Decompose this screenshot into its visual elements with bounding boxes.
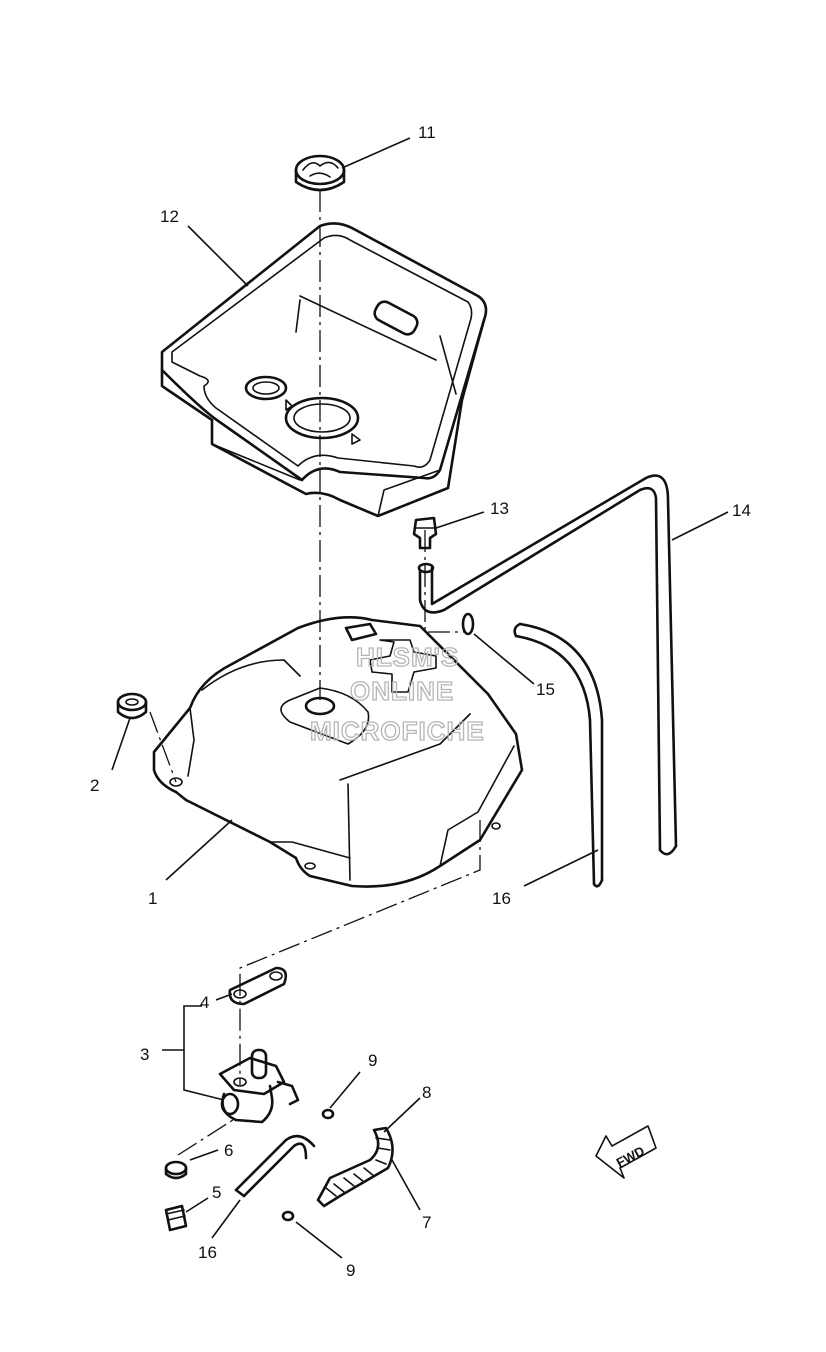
- grommet: [116, 692, 148, 720]
- fuel-tank: [152, 616, 524, 888]
- hose-clip-lower: [281, 1210, 295, 1222]
- callout-7: 7: [422, 1213, 431, 1232]
- callout-11: 12: [160, 207, 179, 226]
- callout-numbers: 11 12 13 14 15 2 1 16 4 3 9 8 6 5 7 16 9: [90, 123, 751, 1280]
- callout-10: 11: [418, 123, 436, 142]
- callout-3: 3: [140, 1045, 149, 1064]
- cap-nut: [164, 1160, 188, 1180]
- breather-hose: [417, 474, 678, 856]
- breather-fitting: [412, 516, 438, 550]
- watermark: HLSM'S ONLINE MICROFICHE: [309, 641, 485, 746]
- callout-15: 16: [492, 889, 511, 908]
- callout-14: 15: [536, 680, 555, 699]
- callout-16: 16: [198, 1243, 217, 1262]
- callout-4: 4: [200, 993, 209, 1012]
- hose-clip-upper: [461, 612, 475, 636]
- callout-9-upper: 9: [368, 1051, 377, 1070]
- callout-1: 1: [148, 889, 157, 908]
- watermark-line-1: HLSM'S: [356, 642, 459, 672]
- callout-9-lower: 9: [346, 1261, 355, 1280]
- callout-8: 8: [422, 1083, 431, 1102]
- callout-2: 2: [90, 776, 99, 795]
- spring-hose: [316, 1126, 394, 1208]
- callout-12: 13: [490, 499, 509, 518]
- forward-label: FWD: [614, 1143, 647, 1170]
- callout-5: 5: [212, 1183, 221, 1202]
- watermark-line-2: ONLINE: [350, 676, 454, 706]
- hose-clip: [321, 1108, 335, 1120]
- forward-arrow: FWD: [595, 1125, 657, 1179]
- watermark-line-3: MICROFICHE: [310, 716, 485, 746]
- drain-plug: [164, 1204, 188, 1232]
- callout-6: 6: [224, 1141, 233, 1160]
- tank-tray: [160, 222, 488, 518]
- fuel-cock-gasket: [228, 966, 288, 1006]
- fuel-hose: [234, 1134, 316, 1198]
- callout-13: 14: [732, 501, 751, 520]
- fuel-cock: [218, 1048, 300, 1124]
- fuel-cap: [294, 154, 346, 192]
- assembly-centerlines: [149, 190, 481, 1156]
- leader-lines: [111, 137, 729, 1259]
- overflow-hose: [513, 622, 604, 888]
